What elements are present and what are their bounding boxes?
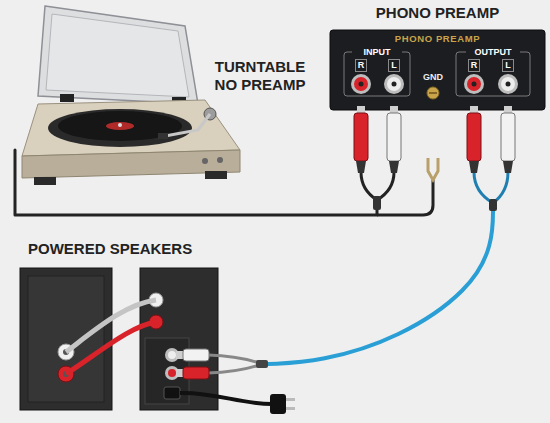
panel-label: OUTPUT (466, 47, 520, 58)
turntable (205, 171, 227, 179)
ground-wire (428, 158, 438, 180)
turntable (22, 100, 240, 156)
speaker-cabinet (20, 268, 112, 410)
speaker-cabinet (140, 268, 218, 410)
ground-wire (377, 180, 433, 215)
turntable (22, 6, 240, 185)
cable-connector (15, 150, 377, 215)
turntable (106, 122, 134, 130)
speaker-terminal (168, 351, 176, 359)
input-panel: INPUTR L (344, 48, 410, 200)
power-cord (180, 393, 272, 404)
turntable (48, 109, 192, 147)
power-cord (180, 393, 295, 414)
rca-plug (176, 349, 268, 379)
rca-jack (384, 74, 404, 94)
turntable (46, 14, 189, 97)
channel-label: R (468, 59, 480, 72)
turntable (38, 6, 198, 104)
speaker-wire (66, 300, 156, 374)
rca-plug (489, 199, 497, 211)
power-cord (286, 398, 295, 401)
preamp-body (456, 52, 530, 96)
rca-plug (493, 172, 508, 203)
rca-plug (469, 161, 479, 173)
rca-plug (361, 172, 377, 200)
rca-plug (354, 113, 368, 161)
device-label: POWERED SPEAKERS (28, 240, 248, 258)
rca-plug (208, 364, 262, 373)
preamp-box: PHONO PREAMPPHONO PREAMPGNDINPUTRLOUTPUT… (330, 30, 545, 110)
preamp-body (344, 52, 410, 96)
rca-jack (472, 82, 477, 87)
speaker-terminal (164, 387, 180, 399)
rca-plug (183, 367, 209, 379)
rca-plug (503, 161, 513, 173)
rca-jack (501, 77, 515, 91)
rca-jack (354, 77, 368, 91)
rca-plug (389, 161, 399, 173)
rca-plug (501, 113, 515, 161)
rca-plug (474, 172, 493, 203)
turntable (217, 157, 223, 163)
rca-plug (354, 106, 401, 210)
rca-jack (467, 77, 481, 91)
brand-label: PHONO PREAMP (330, 33, 545, 45)
rca-plug (183, 349, 209, 361)
rca-plug (467, 113, 481, 161)
turntable (158, 133, 168, 139)
rca-jack (498, 74, 518, 94)
turntable (58, 111, 182, 141)
device-label: PHONO PREAMP (330, 4, 545, 22)
rca-plug (208, 355, 262, 364)
ground-screw (427, 87, 439, 99)
rca-plug (356, 161, 366, 173)
turntable (202, 158, 208, 164)
ground-screw (427, 87, 439, 99)
turntable (34, 177, 56, 185)
rca-jack (351, 74, 371, 94)
preamp-body (330, 30, 545, 110)
turntable (118, 123, 122, 127)
speaker-cabinet (20, 268, 218, 410)
rca-jack (506, 82, 511, 87)
turntable-unit: TURNTABLE NO PREAMP (15, 8, 315, 193)
turntable (165, 114, 210, 136)
power-cord (286, 407, 295, 410)
speaker-wire (66, 322, 156, 374)
channel-label: R (355, 59, 367, 72)
speaker-cabinet (28, 276, 104, 402)
rca-plug (377, 172, 394, 200)
rca-plug (256, 360, 268, 368)
rca-plug (373, 196, 381, 210)
speaker-terminal (168, 369, 176, 377)
output-panel: OUTPUTR L (456, 48, 530, 205)
rca-jack (392, 82, 397, 87)
ground-screw (429, 92, 437, 94)
panel-label: INPUT (352, 47, 402, 58)
rca-jack (464, 74, 484, 94)
preamp-body (330, 30, 545, 110)
rca-jack (359, 82, 364, 87)
device-label: TURNTABLE NO PREAMP (205, 58, 315, 94)
rca-jack (387, 77, 401, 91)
speaker-pair: POWERED SPEAKERS (18, 266, 268, 414)
cable-connector (268, 205, 493, 364)
turntable (22, 150, 240, 178)
ground-wire (377, 158, 438, 215)
channel-label: L (502, 59, 514, 72)
power-cord (270, 394, 286, 414)
rca-plug (387, 113, 401, 161)
rca-plug (467, 106, 515, 211)
channel-label: L (388, 59, 400, 72)
speaker-terminal (58, 293, 180, 399)
turntable (60, 94, 74, 102)
terminal-label: GND (418, 72, 448, 83)
